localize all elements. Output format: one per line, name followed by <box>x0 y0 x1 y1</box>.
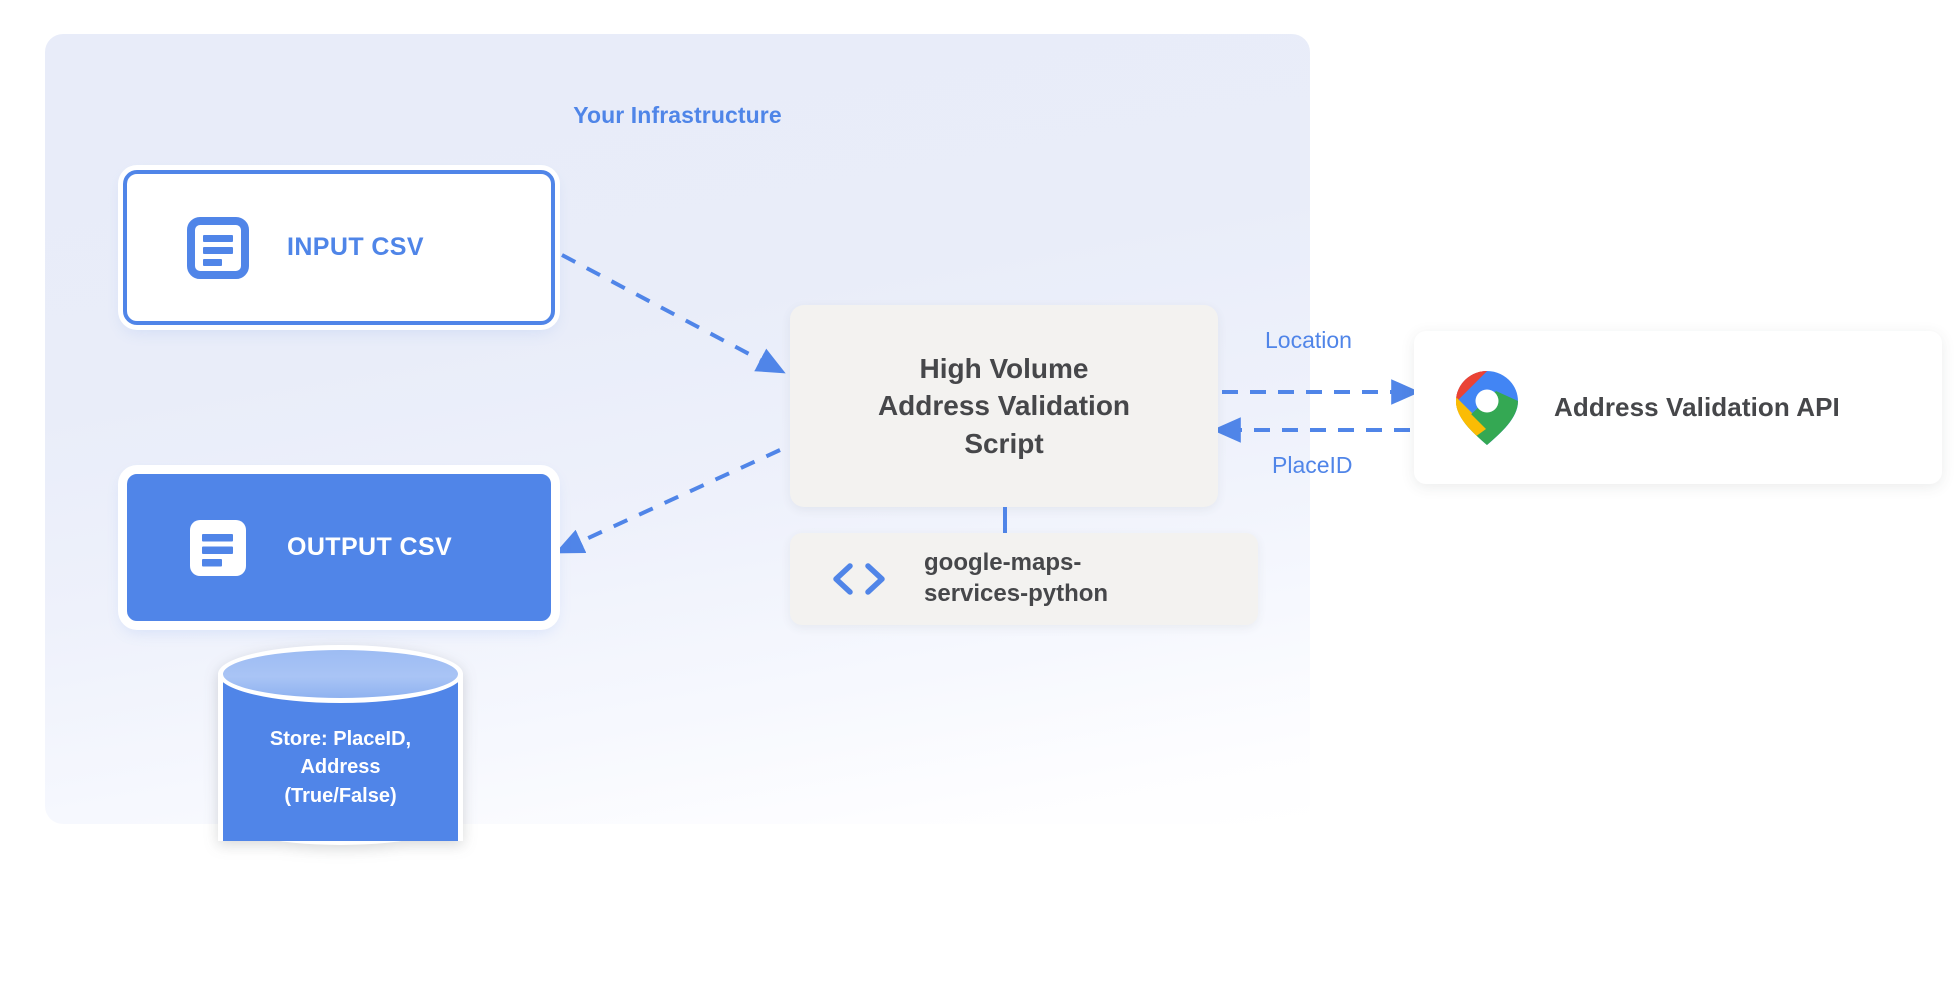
validation-script-node[interactable]: High Volume Address Validation Script <box>790 305 1218 507</box>
document-icon <box>187 216 249 279</box>
datastore-line-2: Address <box>300 756 381 779</box>
input-csv-label: INPUT CSV <box>287 233 424 261</box>
library-line-1: google-maps- <box>924 549 1082 577</box>
script-line-2: Address Validation <box>877 390 1131 422</box>
address-validation-api-node[interactable]: Address Validation API <box>1414 331 1942 484</box>
validation-script-text: High Volume Address Validation Script <box>864 350 1144 462</box>
client-library-node[interactable]: google-maps- services-python <box>790 533 1258 625</box>
datastore-line-1: Store: PlaceID, <box>269 728 412 750</box>
panel-title: Your Infrastructure <box>573 102 782 128</box>
edge-label-placeid: PlaceID <box>1272 452 1353 478</box>
datastore-shape <box>218 645 463 870</box>
google-maps-pin-icon <box>1456 370 1518 445</box>
client-library-text: google-maps- services-python <box>924 548 1108 609</box>
output-csv-label: OUTPUT CSV <box>287 533 453 561</box>
edge-label-location: Location <box>1265 327 1352 353</box>
datastore-node[interactable]: Store: PlaceID, Address (True/False) <box>218 645 463 870</box>
document-icon <box>187 517 249 579</box>
script-line-3: Script <box>964 427 1044 459</box>
script-line-1: High Volume <box>919 353 1089 385</box>
api-label: Address Validation API <box>1554 392 1840 422</box>
output-csv-node[interactable]: OUTPUT CSV <box>123 470 555 625</box>
datastore-text: Store: PlaceID, Address (True/False) <box>218 725 463 810</box>
input-csv-node[interactable]: INPUT CSV <box>123 170 555 325</box>
library-line-2: services-python <box>924 580 1109 607</box>
datastore-line-3: (True/False) <box>284 784 397 807</box>
edge-script-to-library <box>1003 507 1007 533</box>
code-brackets-icon <box>830 559 888 599</box>
cylinder-top <box>218 645 463 703</box>
